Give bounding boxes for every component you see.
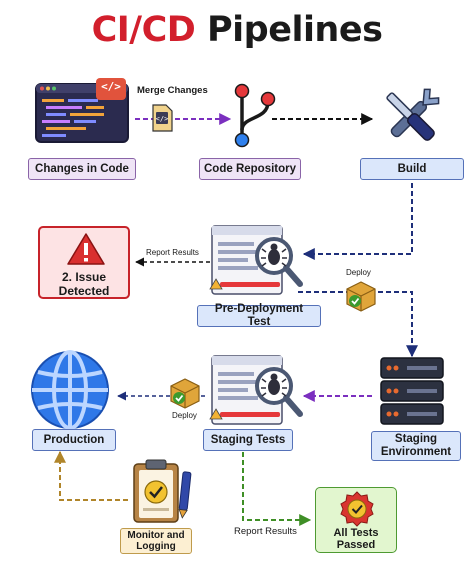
node-issue-detected: 2. Issue Detected	[38, 226, 130, 299]
title-part-cicd: CI/CD	[91, 10, 196, 50]
node-production: Production	[32, 429, 116, 451]
package-check-icon	[346, 281, 376, 312]
edge-label-deploy-top: Deploy	[346, 268, 371, 277]
package-check-icon-bottom	[170, 378, 200, 409]
arrow-build-to-predeploy	[302, 183, 413, 260]
node-monitor-logging: Monitor and Logging	[120, 528, 192, 554]
edge-label-report-results-bottom: Report Results	[234, 526, 297, 537]
all-tests-passed-text: All Tests Passed	[333, 527, 379, 551]
arrow-monitor-to-production	[54, 450, 128, 501]
edge-label-report-results-top: Report Results	[146, 248, 199, 257]
code-file-icon: </>	[152, 104, 173, 132]
server-rack-icon	[380, 357, 444, 425]
node-pre-deployment-test: Pre-Deployment Test	[197, 303, 321, 328]
issue-detected-text: 2. Issue Detected	[58, 270, 110, 298]
page-title: CI/CD Pipelines	[0, 8, 474, 52]
clipboard-check-icon	[133, 459, 192, 523]
title-part-pipelines: Pipelines	[207, 10, 383, 50]
edge-label-deploy-bottom: Deploy	[172, 411, 197, 420]
staging-test-bug-icon	[209, 355, 303, 425]
node-staging-environment: Staging Environment	[371, 431, 461, 461]
svg-text:</>: </>	[156, 115, 169, 123]
arrow-deploy-staging-env	[298, 291, 418, 358]
wrench-screwdriver-icon	[386, 88, 440, 141]
badge-check-icon	[340, 491, 374, 527]
test-document-bug-icon	[209, 225, 303, 295]
arrow-report-tests-passed	[242, 452, 312, 526]
code-editor-icon	[35, 78, 129, 143]
node-build: Build	[360, 158, 464, 180]
node-staging-tests: Staging Tests	[203, 429, 293, 451]
branch-icon	[234, 83, 276, 148]
globe-icon	[31, 350, 109, 430]
node-all-tests-passed: All Tests Passed	[315, 487, 397, 553]
node-changes-in-code: Changes in Code	[28, 158, 136, 180]
warning-icon	[67, 233, 105, 265]
edge-label-merge-changes: Merge Changes	[137, 85, 208, 96]
node-code-repository: Code Repository	[199, 158, 301, 180]
code-tag-label: </>	[101, 80, 121, 93]
